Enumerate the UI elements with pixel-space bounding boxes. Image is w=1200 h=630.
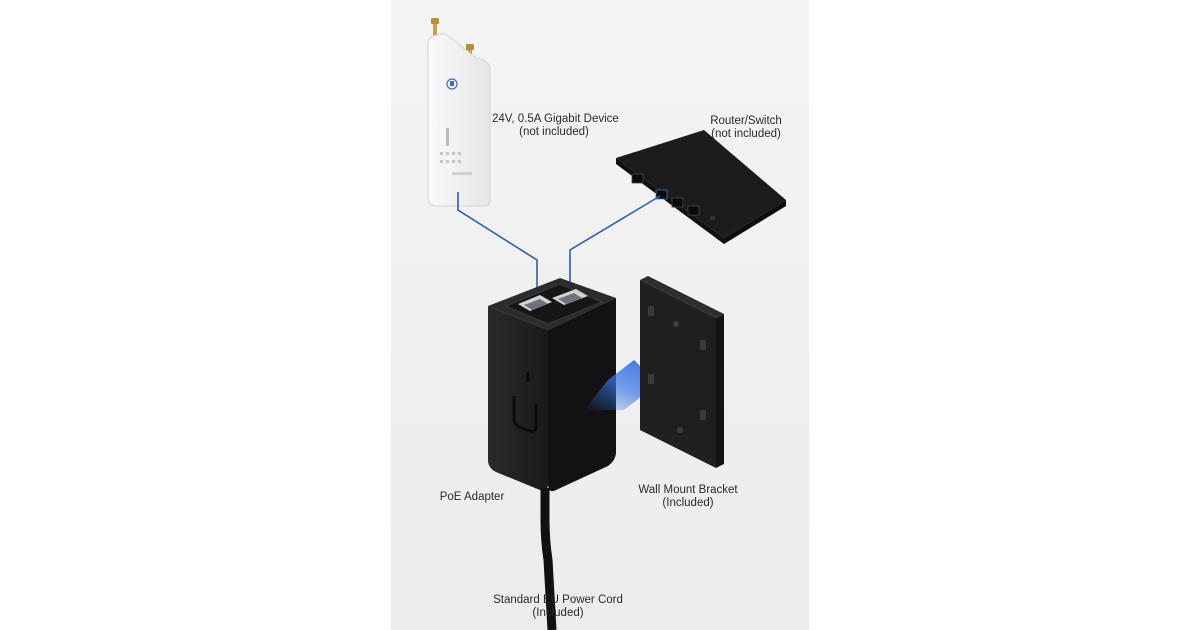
poe-adapter-label-line1: PoE Adapter	[439, 491, 505, 503]
device-label: 24V, 0.5A Gigabit Device (not included)	[492, 113, 619, 139]
power-cord-icon	[540, 488, 557, 630]
router-label-line1: Router/Switch	[710, 115, 782, 127]
wall-mount-bracket-label: Wall Mount Bracket (Included)	[632, 484, 744, 510]
cord-label-line2: (Included)	[532, 607, 584, 619]
power-cord-label: Standard EU Power Cord (Included)	[490, 594, 626, 620]
poe-adapter-label: PoE Adapter	[434, 491, 510, 504]
device-label-line2: (not included)	[519, 126, 589, 138]
poe-adapter-icon	[488, 278, 616, 492]
cord-label-line1: Standard EU Power Cord	[493, 594, 623, 606]
bracket-label-line1: Wall Mount Bracket	[638, 484, 738, 496]
device-label-line1: 24V, 0.5A Gigabit Device	[492, 113, 619, 125]
router-label: Router/Switch (not included)	[704, 115, 788, 141]
router-label-line2: (not included)	[711, 128, 781, 140]
cable-device-to-poe	[457, 192, 538, 304]
bracket-label-line2: (Included)	[662, 497, 714, 509]
router-switch-icon	[616, 130, 786, 244]
wall-mount-bracket-icon	[640, 276, 724, 468]
ubiquiti-radio-icon	[427, 18, 491, 207]
